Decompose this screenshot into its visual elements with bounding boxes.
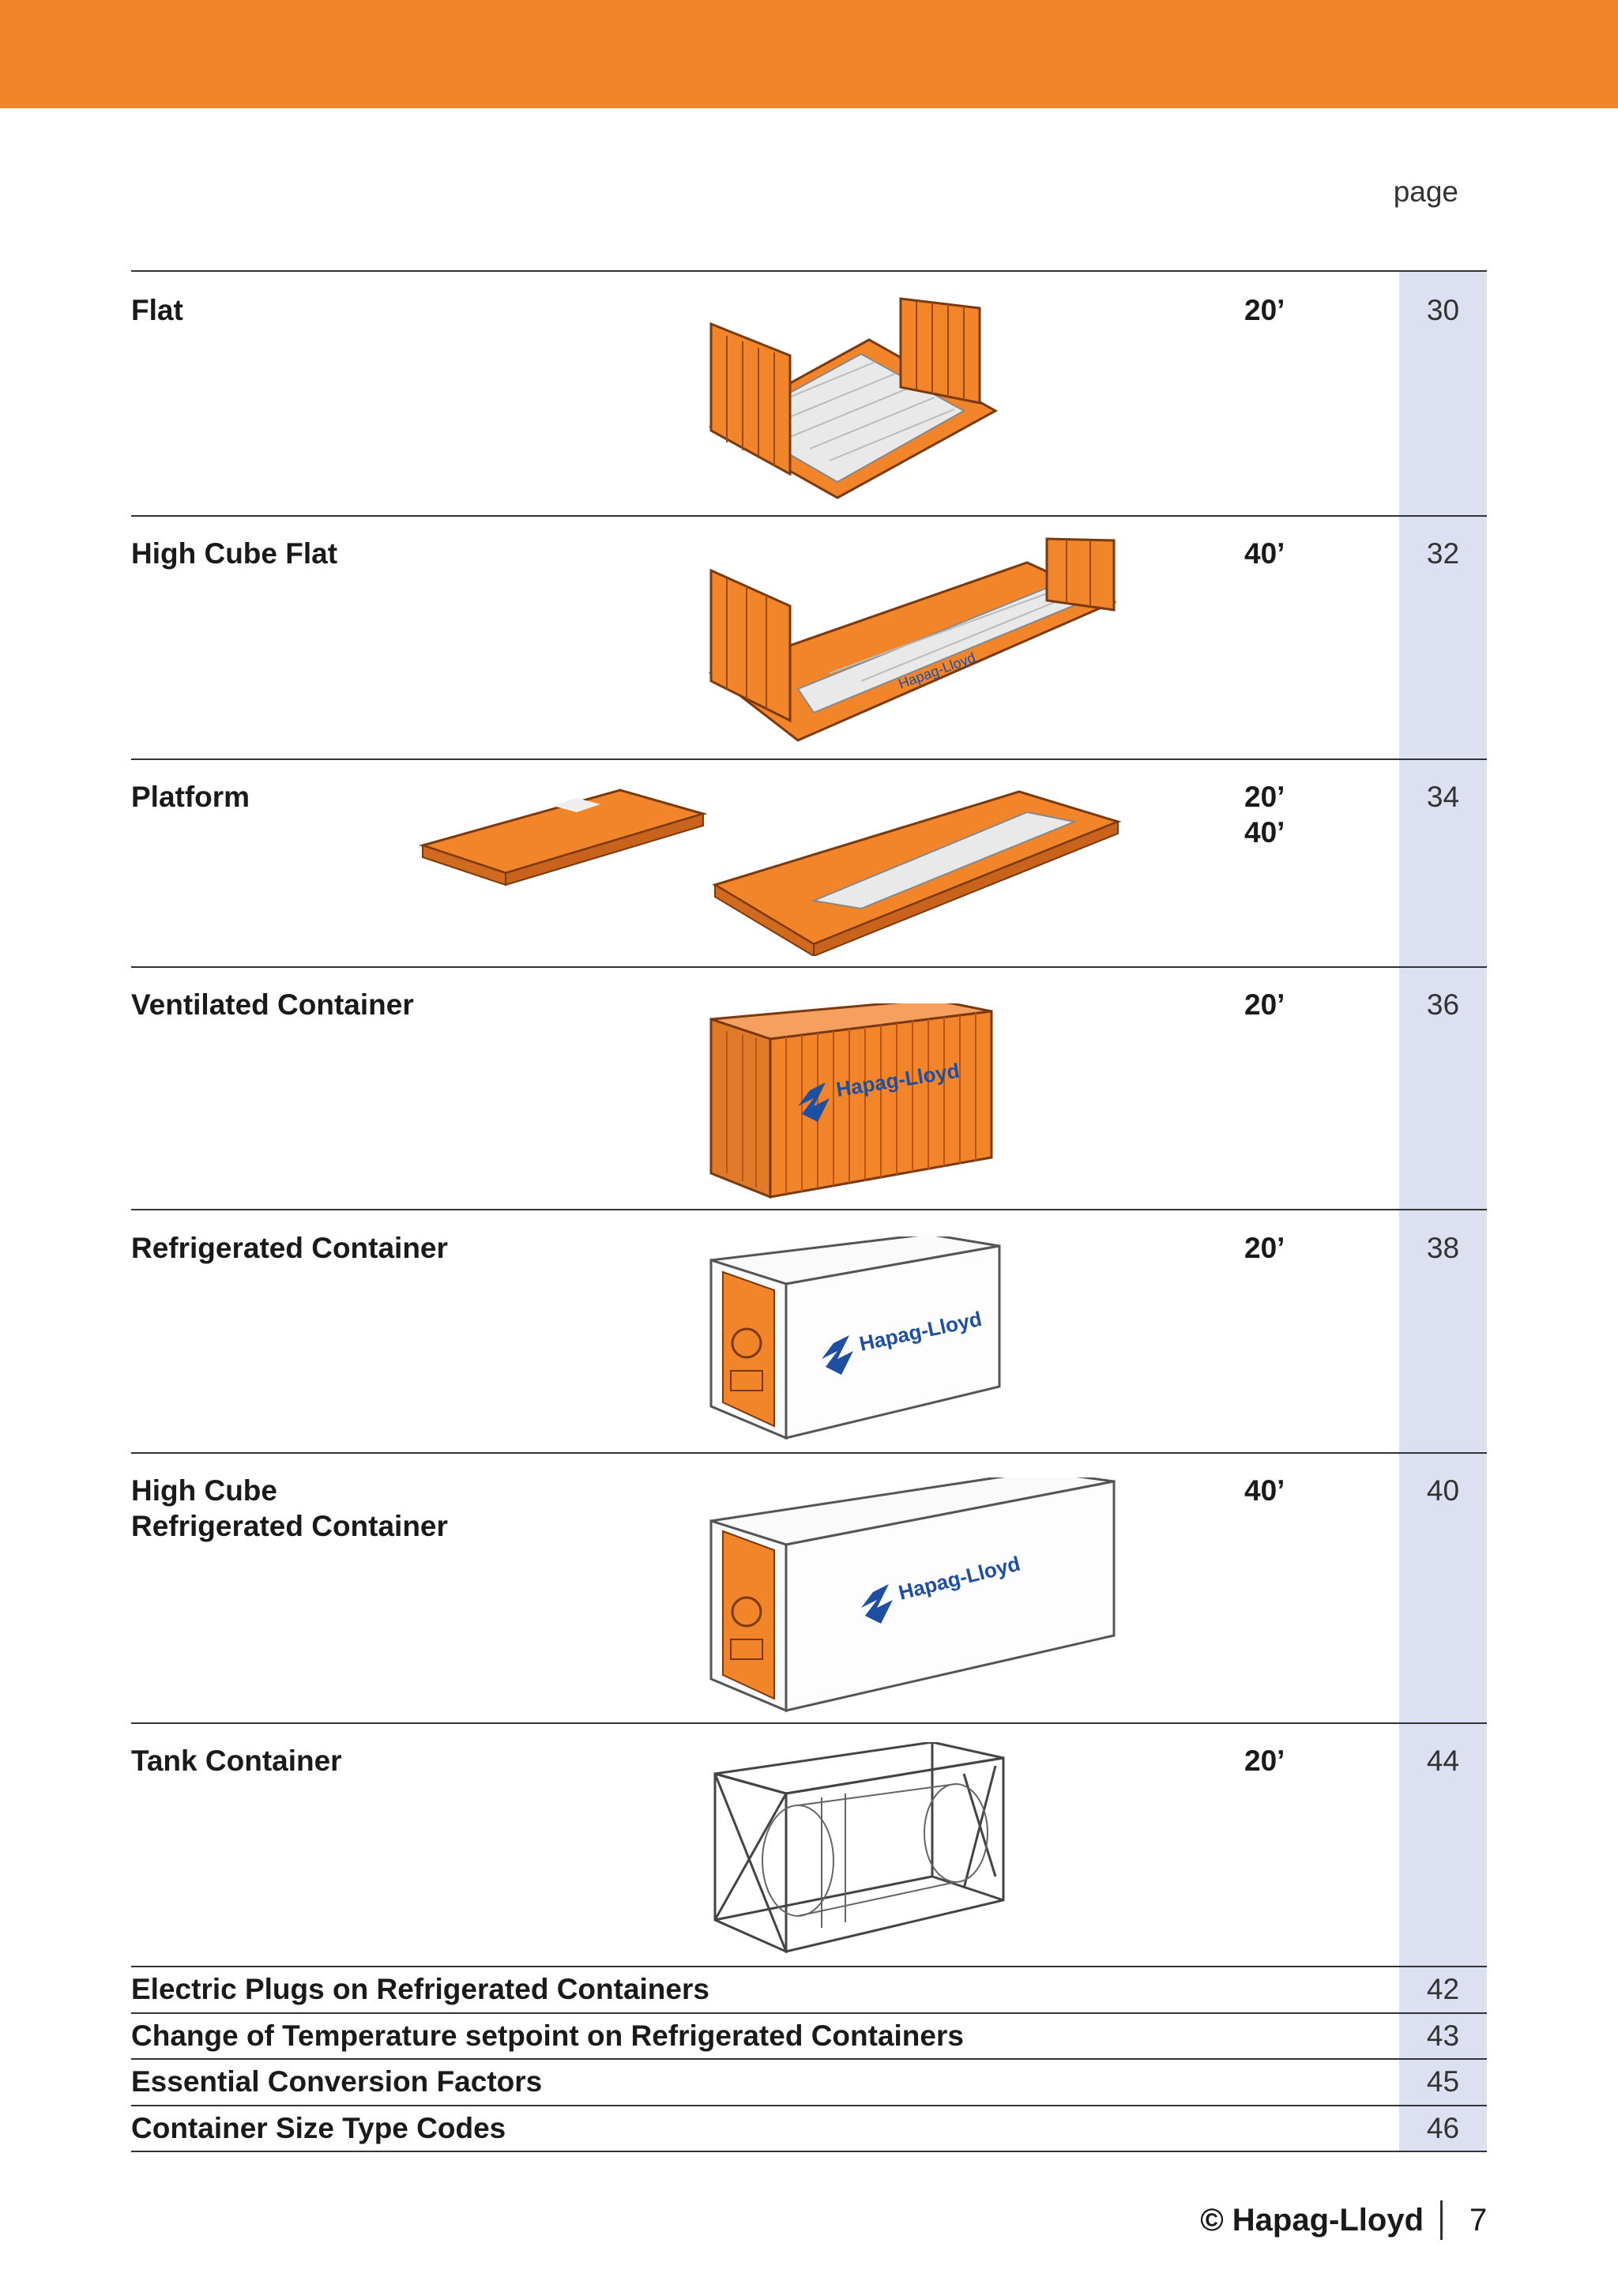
- row-title: Tank Container: [131, 1745, 342, 1777]
- divider: [131, 966, 1487, 968]
- row-page-number[interactable]: 44: [1426, 1745, 1460, 1777]
- footer-page-number: 7: [1469, 2203, 1488, 2238]
- divider: [131, 758, 1487, 760]
- row-sizes: 20’: [1244, 1232, 1285, 1264]
- divider: [131, 1452, 1487, 1454]
- row-title: Electric Plugs on Refrigerated Container…: [131, 1973, 709, 2005]
- ventilated-container-icon: Hapag-Lloyd: [709, 1003, 993, 1199]
- row-title: Change of Temperature setpoint on Refrig…: [131, 2019, 964, 2052]
- top-accent-bar: [0, 0, 1618, 108]
- row-page-number[interactable]: 34: [1426, 781, 1460, 813]
- row-page-number[interactable]: 36: [1426, 988, 1460, 1021]
- refrigerated-container-icon: Hapag-Lloyd: [709, 1236, 1001, 1440]
- divider: [131, 270, 1487, 272]
- page-column-heading: page: [1393, 175, 1458, 208]
- row-title: Refrigerated Container: [131, 1232, 448, 1264]
- page-number-column: [1399, 271, 1487, 2151]
- footer-separator: [1440, 2200, 1443, 2240]
- row-title: High Cube Refrigerated Container: [131, 1474, 448, 1542]
- row-page-number[interactable]: 46: [1426, 2112, 1460, 2144]
- row-title: Platform: [131, 781, 250, 813]
- row-title: Ventilated Container: [131, 988, 414, 1021]
- row-sizes: 20’: [1244, 1745, 1285, 1777]
- high-cube-refrigerated-container-icon: Hapag-Lloyd: [709, 1477, 1116, 1713]
- row-title: Container Size Type Codes: [131, 2112, 506, 2144]
- row-sizes: 40’: [1244, 537, 1285, 570]
- row-page-number[interactable]: 30: [1426, 294, 1460, 326]
- divider: [131, 2012, 1487, 2014]
- row-sizes: 40’: [1244, 1474, 1285, 1507]
- row-page-number[interactable]: 42: [1426, 1973, 1460, 2005]
- row-sizes: 20’: [1244, 988, 1285, 1021]
- row-title: High Cube Flat: [131, 537, 338, 570]
- divider: [131, 515, 1487, 517]
- high-cube-flat-container-icon: Hapag-Lloyd: [708, 537, 1117, 742]
- flat-container-icon: [708, 297, 999, 499]
- divider: [131, 1209, 1487, 1210]
- row-page-number[interactable]: 45: [1426, 2065, 1460, 2098]
- row-page-number[interactable]: 32: [1426, 537, 1460, 570]
- row-sizes: 20’ 40’: [1244, 781, 1285, 849]
- divider: [131, 2105, 1487, 2106]
- divider: [131, 1722, 1487, 1724]
- platform-container-icon: [419, 789, 1122, 956]
- row-page-number[interactable]: 38: [1426, 1232, 1460, 1264]
- divider: [131, 1966, 1487, 1967]
- footer-brand: © Hapag-Lloyd: [1200, 2203, 1424, 2238]
- divider: [131, 2058, 1487, 2060]
- row-title: Flat: [131, 294, 183, 326]
- divider: [131, 2151, 1487, 2152]
- row-page-number[interactable]: 43: [1426, 2019, 1460, 2052]
- row-page-number[interactable]: 40: [1426, 1474, 1460, 1507]
- tank-container-icon: [713, 1742, 1005, 1954]
- row-sizes: 20’: [1244, 294, 1285, 326]
- footer: © Hapag-Lloyd 7: [0, 2200, 1618, 2240]
- row-title: Essential Conversion Factors: [131, 2065, 543, 2098]
